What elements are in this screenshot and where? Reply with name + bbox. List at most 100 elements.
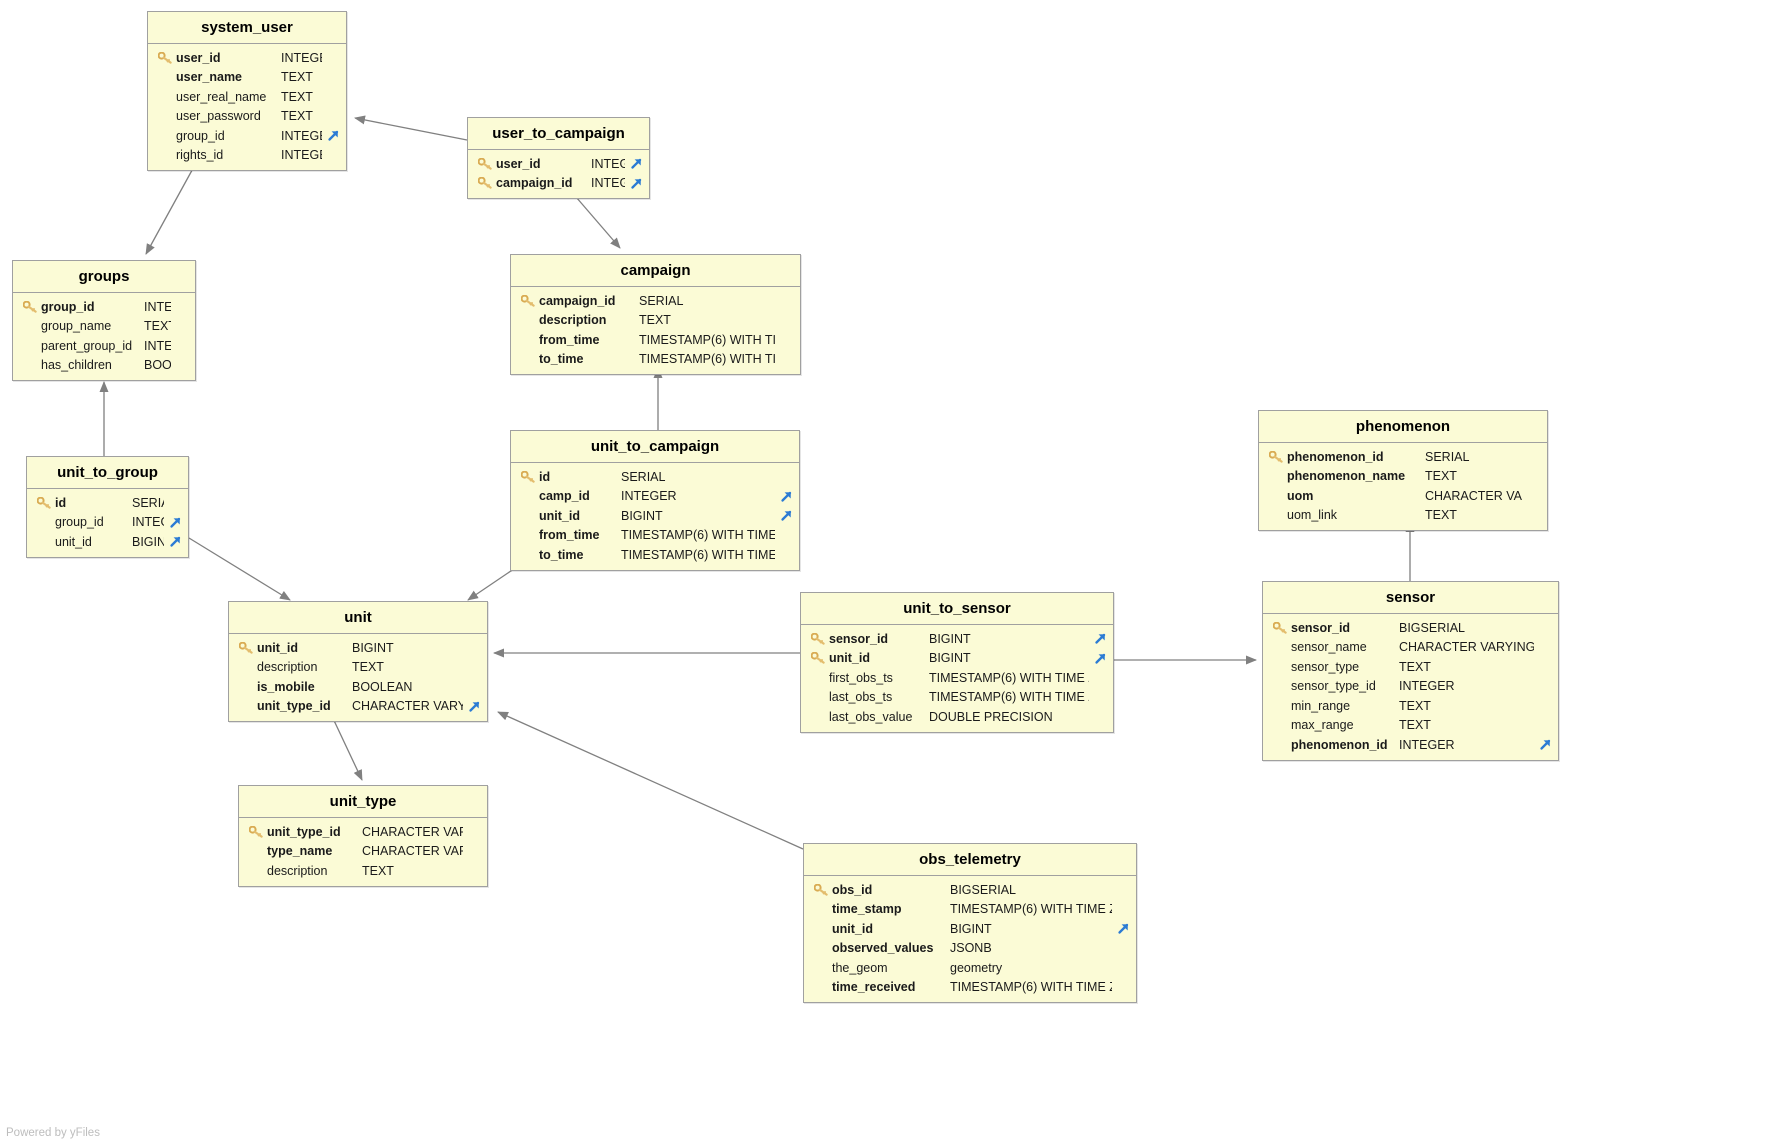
attribute-row[interactable]: is_mobileBOOLEAN: [229, 677, 487, 697]
attribute-row[interactable]: unit_idBIGINT: [27, 532, 188, 552]
attribute-row[interactable]: sensor_idBIGSERIAL: [1263, 618, 1558, 638]
attribute-name: group_name: [41, 319, 144, 333]
attribute-row[interactable]: sensor_typeTEXT: [1263, 657, 1558, 677]
attribute-row[interactable]: unit_type_idCHARACTER VARYING(2): [229, 697, 487, 717]
attribute-row[interactable]: descriptionTEXT: [229, 658, 487, 678]
attribute-type: BIGINT: [950, 922, 1112, 936]
attribute-type: CHARACTER VARYING(100): [1399, 640, 1534, 654]
attribute-row[interactable]: parent_group_idINTEGER: [13, 336, 195, 356]
entity-user_to_campaign[interactable]: user_to_campaignuser_idINTEGERcampaign_i…: [467, 117, 650, 199]
attribute-name: to_time: [539, 548, 621, 562]
entity-phenomenon[interactable]: phenomenonphenomenon_idSERIALphenomenon_…: [1258, 410, 1548, 531]
entity-system_user[interactable]: system_useruser_idINTEGERuser_nameTEXTus…: [147, 11, 347, 171]
attribute-list: user_idINTEGERuser_nameTEXTuser_real_nam…: [148, 44, 346, 170]
attribute-row[interactable]: user_idINTEGER: [148, 48, 346, 68]
attribute-row[interactable]: descriptionTEXT: [511, 311, 800, 331]
attribute-row[interactable]: obs_idBIGSERIAL: [804, 880, 1136, 900]
attribute-list: obs_idBIGSERIALtime_stampTIMESTAMP(6) WI…: [804, 876, 1136, 1002]
foreign-key-arrow-icon: [1094, 632, 1107, 645]
attribute-type: BIGINT: [929, 632, 1089, 646]
entity-unit_to_campaign[interactable]: unit_to_campaignidSERIALcamp_idINTEGERun…: [510, 430, 800, 571]
attribute-row[interactable]: type_nameCHARACTER VARYING(20): [239, 842, 487, 862]
foreign-key-arrow-icon: [1117, 922, 1130, 935]
attribute-row[interactable]: user_nameTEXT: [148, 68, 346, 88]
attribute-row[interactable]: observed_valuesJSONB: [804, 939, 1136, 959]
foreign-key-arrow-icon: [780, 509, 793, 522]
attribute-row[interactable]: group_nameTEXT: [13, 317, 195, 337]
attribute-row[interactable]: has_childrenBOOLEAN: [13, 356, 195, 376]
attribute-row[interactable]: user_real_nameTEXT: [148, 87, 346, 107]
foreign-key-arrow-icon: [169, 535, 182, 548]
attribute-row[interactable]: campaign_idINTEGER: [468, 174, 649, 194]
attribute-row[interactable]: sensor_nameCHARACTER VARYING(100): [1263, 638, 1558, 658]
attribute-row[interactable]: unit_type_idCHARACTER VARYING(2): [239, 822, 487, 842]
attribute-row[interactable]: unit_idBIGINT: [229, 638, 487, 658]
entity-groups[interactable]: groupsgroup_idINTEGERgroup_nameTEXTparen…: [12, 260, 196, 381]
attribute-type: geometry: [950, 961, 1112, 975]
attribute-list: idSERIALcamp_idINTEGERunit_idBIGINTfrom_…: [511, 463, 799, 570]
attribute-row[interactable]: rights_idINTEGER: [148, 146, 346, 166]
attribute-row[interactable]: group_idINTEGER: [148, 126, 346, 146]
entity-unit[interactable]: unitunit_idBIGINTdescriptionTEXTis_mobil…: [228, 601, 488, 722]
attribute-row[interactable]: last_obs_tsTIMESTAMP(6) WITH TIME ZONE: [801, 688, 1113, 708]
entity-campaign[interactable]: campaign campaign_idSERIALdescriptionTEXT…: [510, 254, 801, 375]
foreign-key-cell: [775, 490, 793, 503]
primary-key-cell: [474, 177, 496, 189]
attribute-row[interactable]: from_timeTIMESTAMP(6) WITH TIME ZONE: [511, 526, 799, 546]
attribute-row[interactable]: user_idINTEGER: [468, 154, 649, 174]
foreign-key-arrow-icon: [169, 516, 182, 529]
attribute-row[interactable]: idSERIAL: [511, 467, 799, 487]
attribute-list: idSERIALgroup_idINTEGERunit_idBIGINT: [27, 489, 188, 557]
entity-unit_type[interactable]: unit_typeunit_type_idCHARACTER VARYING(2…: [238, 785, 488, 887]
attribute-row[interactable]: sensor_idBIGINT: [801, 629, 1113, 649]
attribute-row[interactable]: to_timeTIMESTAMP(6) WITH TIME ZONE: [511, 350, 800, 370]
attribute-type: TIMESTAMP(6) WITH TIME ZONE: [950, 980, 1112, 994]
attribute-name: id: [55, 496, 132, 510]
edge-unit-to-group-unit: [189, 538, 290, 600]
attribute-row[interactable]: uomCHARACTER VARYING(30): [1259, 486, 1547, 506]
attribute-row[interactable]: from_timeTIMESTAMP(6) WITH TIME ZONE: [511, 330, 800, 350]
attribute-row[interactable]: camp_idINTEGER: [511, 487, 799, 507]
entity-unit_to_group[interactable]: unit_to_groupidSERIALgroup_idINTEGERunit…: [26, 456, 189, 558]
entity-obs_telemetry[interactable]: obs_telemetryobs_idBIGSERIALtime_stampTI…: [803, 843, 1137, 1003]
attribute-row[interactable]: last_obs_valueDOUBLE PRECISION: [801, 707, 1113, 727]
attribute-row[interactable]: uom_linkTEXT: [1259, 506, 1547, 526]
entity-title-campaign: campaign: [511, 255, 800, 287]
attribute-row[interactable]: the_geomgeometry: [804, 958, 1136, 978]
attribute-row[interactable]: unit_idBIGINT: [511, 506, 799, 526]
attribute-row[interactable]: to_timeTIMESTAMP(6) WITH TIME ZONE: [511, 545, 799, 565]
attribute-row[interactable]: group_idINTEGER: [13, 297, 195, 317]
attribute-row[interactable]: user_passwordTEXT: [148, 107, 346, 127]
attribute-row[interactable]: min_rangeTEXT: [1263, 696, 1558, 716]
attribute-row[interactable]: idSERIAL: [27, 493, 188, 513]
attribute-row[interactable]: phenomenon_idSERIAL: [1259, 447, 1547, 467]
foreign-key-cell: [625, 177, 643, 190]
entity-unit_to_sensor[interactable]: unit_to_sensorsensor_idBIGINTunit_idBIGI…: [800, 592, 1114, 733]
entity-title-sensor: sensor: [1263, 582, 1558, 614]
attribute-row[interactable]: campaign_idSERIAL: [511, 291, 800, 311]
attribute-row[interactable]: descriptionTEXT: [239, 861, 487, 881]
attribute-type: BIGSERIAL: [1399, 621, 1534, 635]
attribute-row[interactable]: group_idINTEGER: [27, 513, 188, 533]
attribute-name: unit_id: [539, 509, 621, 523]
attribute-row[interactable]: phenomenon_idINTEGER: [1263, 735, 1558, 755]
attribute-row[interactable]: max_rangeTEXT: [1263, 716, 1558, 736]
attribute-row[interactable]: first_obs_tsTIMESTAMP(6) WITH TIME ZONE: [801, 668, 1113, 688]
attribute-row[interactable]: time_stampTIMESTAMP(6) WITH TIME ZONE: [804, 900, 1136, 920]
entity-sensor[interactable]: sensor sensor_idBIGSERIALsensor_nameCHARA…: [1262, 581, 1559, 761]
attribute-row[interactable]: phenomenon_nameTEXT: [1259, 467, 1547, 487]
attribute-name: from_time: [539, 528, 621, 542]
attribute-row[interactable]: time_receivedTIMESTAMP(6) WITH TIME ZONE: [804, 978, 1136, 998]
attribute-list: sensor_idBIGINTunit_idBIGINTfirst_obs_ts…: [801, 625, 1113, 732]
attribute-row[interactable]: unit_idBIGINT: [801, 649, 1113, 669]
attribute-name: description: [267, 864, 362, 878]
foreign-key-arrow-icon: [327, 129, 340, 142]
primary-key-cell: [807, 652, 829, 664]
primary-key-icon: [521, 295, 535, 307]
attribute-type: INTEGER: [281, 129, 322, 143]
primary-key-icon: [1269, 451, 1283, 463]
attribute-type: TEXT: [1399, 699, 1534, 713]
attribute-row[interactable]: unit_idBIGINT: [804, 919, 1136, 939]
primary-key-cell: [1269, 622, 1291, 634]
attribute-row[interactable]: sensor_type_idINTEGER: [1263, 677, 1558, 697]
